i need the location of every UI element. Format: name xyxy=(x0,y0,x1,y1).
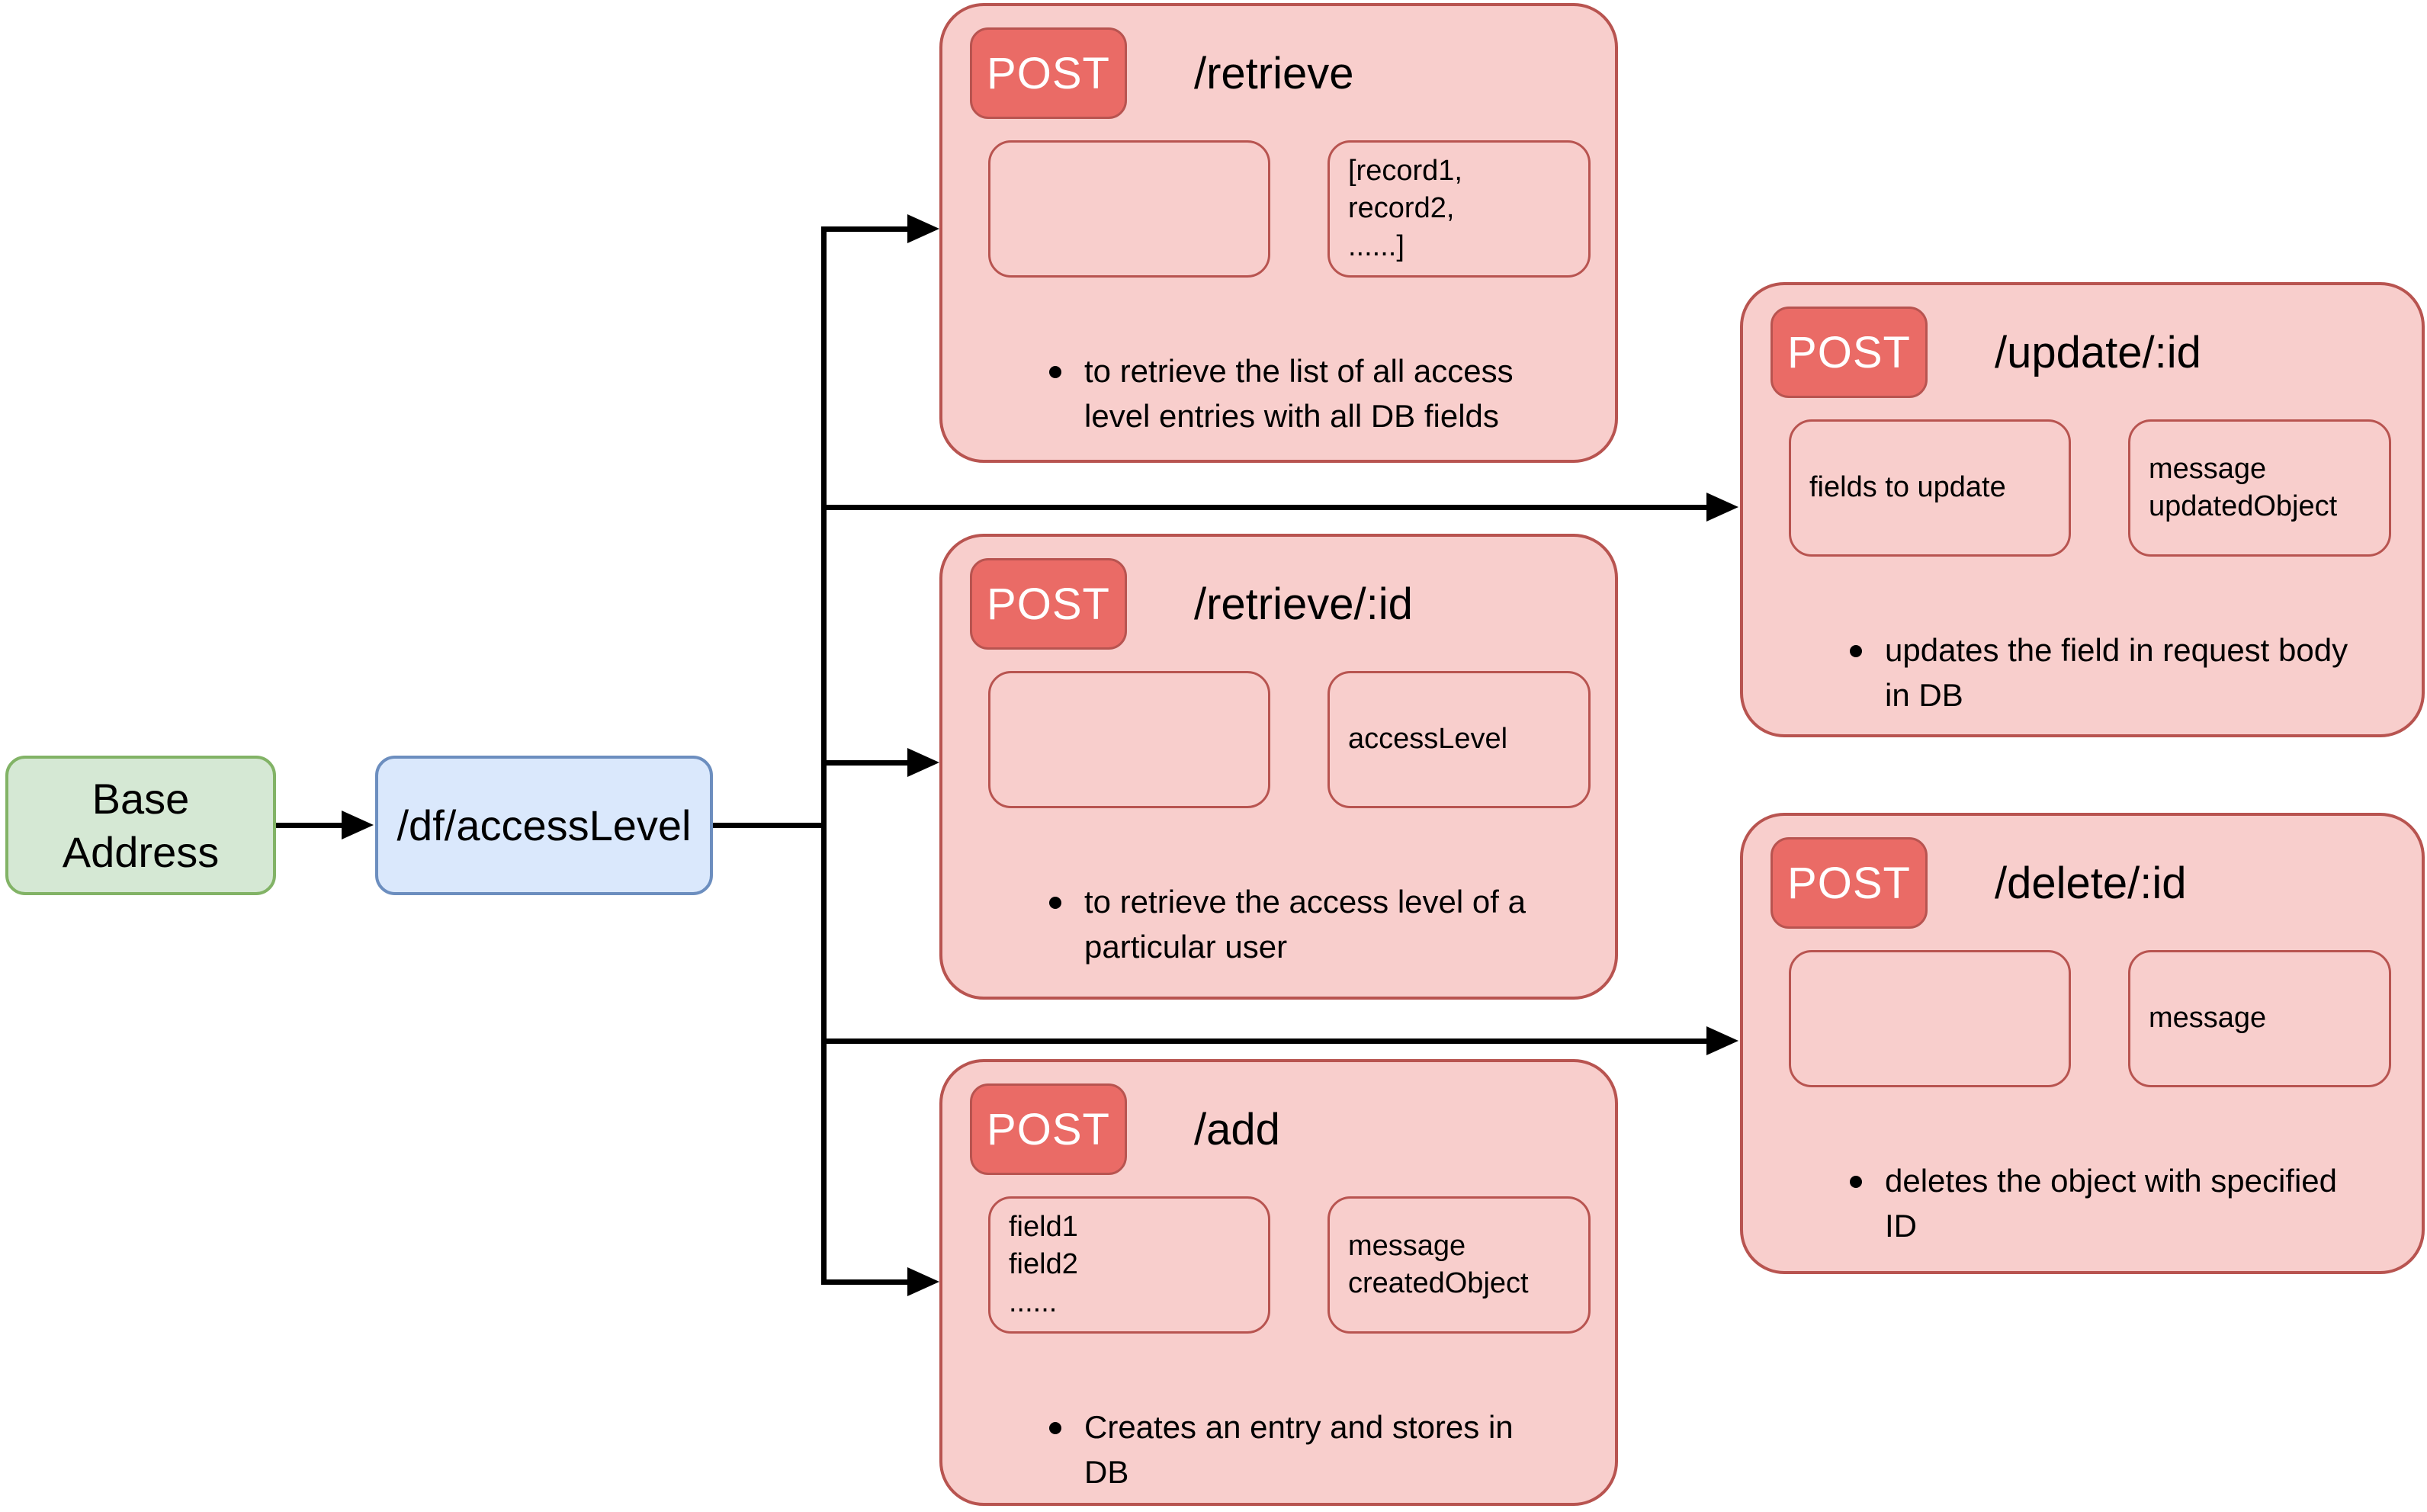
bullet-dot-icon xyxy=(1049,1422,1061,1434)
description-bullet: updates the field in request body in DB xyxy=(1850,628,2387,718)
connector-base-to-route-line xyxy=(276,823,343,828)
route-node: /df/accessLevel xyxy=(375,756,713,895)
bullet-dot-icon xyxy=(1049,366,1061,378)
bullet-dot-icon xyxy=(1850,645,1862,657)
endpoint-card-update: POST /update/:id fields to update messag… xyxy=(1740,282,2425,737)
connector-route-to-trunk-line xyxy=(713,823,827,828)
response-box-text: [record1, record2, ......] xyxy=(1348,154,1462,262)
trunk-line xyxy=(821,226,827,1285)
response-box-text: message updatedObject xyxy=(2149,452,2338,522)
arrowhead-icon xyxy=(1706,1026,1738,1055)
description-text: to retrieve the list of all access level… xyxy=(1084,353,1514,434)
endpoint-title: /retrieve/:id xyxy=(1194,579,1413,629)
request-box: field1 field2 ...... xyxy=(988,1196,1270,1334)
description-bullet: to retrieve the list of all access level… xyxy=(1049,349,1580,439)
endpoint-title: /delete/:id xyxy=(1995,858,2187,908)
method-badge: POST xyxy=(970,558,1127,650)
description-text: deletes the object with specified ID xyxy=(1885,1163,2338,1244)
route-label: /df/accessLevel xyxy=(396,801,692,849)
branch-add-line xyxy=(823,1279,909,1285)
response-box-text: accessLevel xyxy=(1348,723,1508,756)
request-box xyxy=(988,671,1270,808)
arrowhead-icon xyxy=(1706,493,1738,522)
arrowhead-icon xyxy=(907,748,939,777)
request-box xyxy=(988,140,1270,278)
description-bullet: to retrieve the access level of a partic… xyxy=(1049,880,1580,970)
branch-retrieve-id-line xyxy=(823,760,909,766)
request-box xyxy=(1789,950,2071,1087)
endpoint-title: /retrieve xyxy=(1194,48,1354,98)
response-box-text: message createdObject xyxy=(1348,1229,1529,1299)
description-text: updates the field in request body in DB xyxy=(1885,632,2348,713)
response-box-text: message xyxy=(2149,1002,2267,1035)
method-badge: POST xyxy=(970,27,1127,119)
arrowhead-icon xyxy=(342,811,374,839)
endpoint-card-add: POST /add field1 field2 ...... message c… xyxy=(939,1059,1618,1506)
bullet-dot-icon xyxy=(1049,897,1061,909)
branch-delete-line xyxy=(823,1038,1708,1044)
endpoint-card-retrieve-id: POST /retrieve/:id accessLevel to retrie… xyxy=(939,534,1618,1000)
endpoint-title: /add xyxy=(1194,1104,1280,1154)
description-text: to retrieve the access level of a partic… xyxy=(1084,884,1526,965)
branch-update-line xyxy=(823,505,1708,510)
description-bullet: Creates an entry and stores in DB xyxy=(1049,1405,1580,1495)
endpoint-title: /update/:id xyxy=(1995,327,2201,377)
method-badge: POST xyxy=(970,1083,1127,1175)
arrowhead-icon xyxy=(907,214,939,243)
description-bullet: deletes the object with specified ID xyxy=(1850,1159,2387,1249)
request-box-text: fields to update xyxy=(1809,471,2006,504)
response-box: accessLevel xyxy=(1327,671,1591,808)
response-box: message createdObject xyxy=(1327,1196,1591,1334)
description-text: Creates an entry and stores in DB xyxy=(1084,1409,1514,1490)
method-badge: POST xyxy=(1770,837,1928,929)
endpoint-card-delete: POST /delete/:id message deletes the obj… xyxy=(1740,813,2425,1274)
request-box-text: field1 field2 ...... xyxy=(1009,1210,1078,1318)
base-address-label: Base Address xyxy=(62,774,220,876)
bullet-dot-icon xyxy=(1850,1176,1862,1188)
response-box: [record1, record2, ......] xyxy=(1327,140,1591,278)
branch-retrieve-line xyxy=(823,226,909,232)
response-box: message updatedObject xyxy=(2128,419,2391,557)
base-address-node: Base Address xyxy=(5,756,276,895)
method-badge: POST xyxy=(1770,307,1928,398)
response-box: message xyxy=(2128,950,2391,1087)
endpoint-card-retrieve: POST /retrieve [record1, record2, ......… xyxy=(939,3,1618,463)
request-box: fields to update xyxy=(1789,419,2071,557)
arrowhead-icon xyxy=(907,1267,939,1296)
